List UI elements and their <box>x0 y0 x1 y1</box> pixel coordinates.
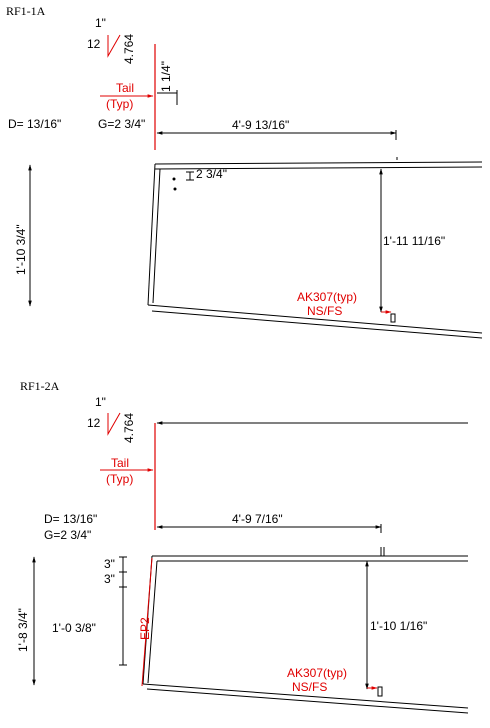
bolt-hole <box>173 187 177 191</box>
sheet-rf1-1a: RF1-1A 1" 12 4.764 Tail (Typ) 1 1/4" D= … <box>6 4 483 339</box>
tail-dimension: 1 1/4" <box>159 61 173 92</box>
plate-label: EP2 <box>138 617 152 640</box>
side-label: NS/FS <box>307 304 342 318</box>
bolt-dimension-2: 3" <box>104 572 115 586</box>
horiz-dimension: 4'-9 13/16" <box>232 118 289 132</box>
sheet-rf1-2a: RF1-2A 1" 12 4.764 Tail (Typ) D= 13/16" … <box>16 379 469 714</box>
slope-run: 12 <box>87 37 101 51</box>
typ-label: (Typ) <box>106 97 133 111</box>
slope-rise: 1" <box>95 16 106 30</box>
height-dimension: 1'-8 3/4" <box>16 608 30 652</box>
bolt-hole <box>172 177 176 181</box>
slope-symbol: 1" 12 4.764 <box>87 16 136 64</box>
end-plate-line <box>141 557 153 687</box>
horiz-dimension: 4'-9 7/16" <box>232 512 283 526</box>
slope-rise: 1" <box>95 395 106 409</box>
tail-label: Tail <box>111 456 129 470</box>
slope-hypotenuse: 4.764 <box>122 34 136 64</box>
slope-run: 12 <box>87 416 101 430</box>
side-label: NS/FS <box>292 680 327 694</box>
clip-angle <box>390 313 396 323</box>
d-label: D= 13/16" <box>8 117 61 131</box>
clip-angle <box>377 686 383 697</box>
plate-dimension: 1'-0 3/8" <box>52 621 96 635</box>
g-label: G=2 3/4" <box>98 117 145 131</box>
bolt-dimension-1: 3" <box>104 557 115 571</box>
hole-dimension: 2 3/4" <box>196 167 227 181</box>
slope-hypotenuse: 4.764 <box>122 413 136 443</box>
sheet-title: RF1-1A <box>6 4 46 18</box>
tail-label: Tail <box>116 81 134 95</box>
typ-label: (Typ) <box>106 472 133 486</box>
slope-triangle <box>107 34 121 58</box>
g-label: G=2 3/4" <box>44 528 91 542</box>
height-dimension: 1'-10 3/4" <box>14 224 28 275</box>
slope-symbol: 1" 12 4.764 <box>87 395 136 443</box>
beam-outline <box>147 161 483 339</box>
clip-label: AK307(typ) <box>297 290 357 304</box>
slope-triangle <box>107 412 121 436</box>
inner-dimension: 1'-10 1/16" <box>370 619 427 633</box>
d-label: D= 13/16" <box>44 512 97 526</box>
inner-dimension: 1'-11 11/16" <box>383 234 445 248</box>
sheet-title: RF1-2A <box>20 379 60 393</box>
clip-label: AK307(typ) <box>287 666 347 680</box>
